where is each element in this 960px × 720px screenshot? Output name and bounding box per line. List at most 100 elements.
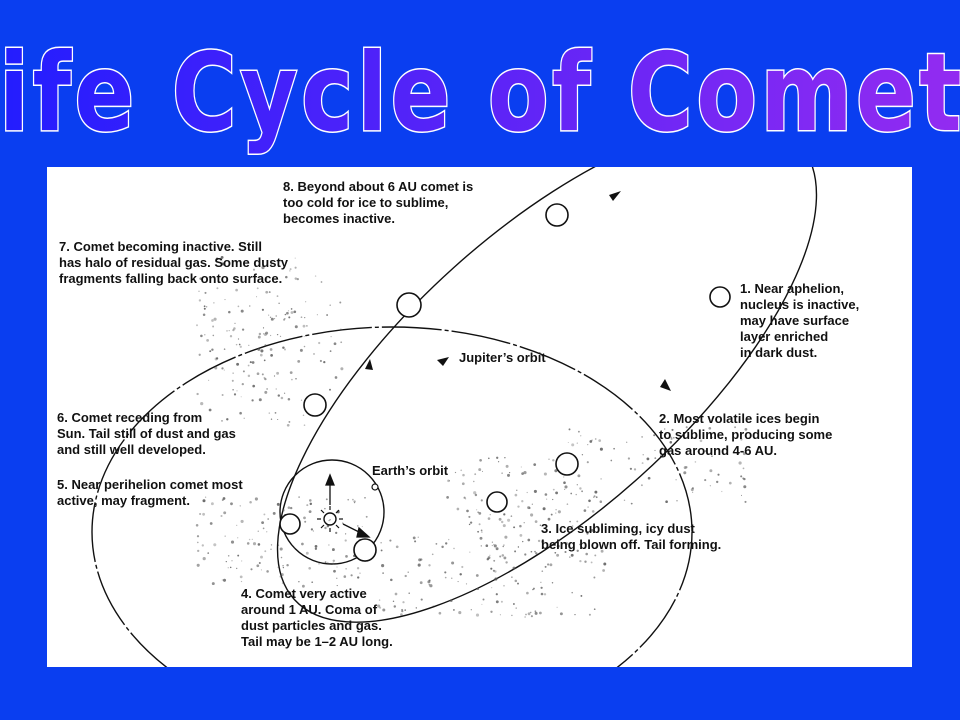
dust-particle: [587, 506, 589, 508]
dust-particle: [344, 533, 347, 535]
dust-particle: [523, 522, 525, 524]
comet-stage-8-icon: [545, 203, 569, 227]
dust-particle: [324, 526, 327, 530]
dust-particle: [626, 441, 628, 443]
dust-particle: [277, 566, 280, 569]
dust-particle: [279, 547, 283, 551]
dust-particle: [310, 528, 314, 531]
dust-particle: [514, 550, 517, 553]
dust-particle: [420, 598, 423, 601]
dust-particle: [313, 353, 315, 355]
dust-particle: [268, 314, 270, 316]
dust-particle: [232, 328, 235, 332]
dust-particle: [277, 418, 279, 421]
dust-particle: [390, 578, 393, 582]
dust-particle: [653, 434, 656, 437]
dust-particle: [539, 611, 542, 615]
dust-particle: [196, 535, 200, 538]
dust-particle: [453, 547, 455, 550]
dust-particle: [520, 466, 522, 468]
dust-particle: [279, 335, 282, 338]
dust-particle: [559, 612, 563, 616]
dust-particle: [586, 461, 589, 464]
page-title: Life Cycle of Comets: [0, 29, 960, 157]
dust-particle: [581, 490, 583, 493]
dust-particle: [591, 510, 595, 513]
dust-particle: [523, 471, 527, 475]
dust-particle: [588, 613, 591, 616]
dust-particle: [288, 420, 291, 423]
dust-particle: [585, 552, 588, 556]
dust-particle: [415, 607, 417, 609]
dust-particle: [534, 550, 536, 553]
dust-particle: [231, 560, 233, 562]
dust-particle: [475, 509, 478, 511]
dust-particle: [345, 567, 347, 570]
dust-particle: [594, 438, 597, 440]
dust-particle: [489, 554, 491, 556]
dust-particle: [318, 341, 321, 345]
dust-particle: [452, 608, 455, 611]
dust-particle: [456, 507, 460, 511]
dust-particle: [461, 565, 464, 569]
dust-particle: [222, 497, 226, 500]
dust-particle: [308, 510, 312, 514]
dust-particle: [665, 500, 668, 504]
dust-particle: [602, 569, 605, 572]
dust-particle: [709, 485, 711, 487]
dust-particle: [630, 502, 633, 505]
dust-particle: [270, 317, 274, 321]
dust-particle: [331, 548, 335, 552]
dust-particle: [469, 551, 471, 553]
dust-particle: [200, 402, 204, 406]
stage-7-label: 7. Comet becoming inactive. Still has ha…: [59, 239, 292, 286]
dust-particle: [691, 487, 694, 490]
dust-particle: [211, 348, 214, 351]
dust-particle: [260, 555, 263, 559]
dust-particle: [670, 437, 673, 440]
dust-particle: [448, 538, 450, 541]
dust-particle: [256, 564, 260, 568]
dust-particle: [438, 611, 442, 615]
dust-particle: [382, 572, 384, 574]
dust-particle: [251, 361, 255, 364]
dust-particle: [213, 317, 217, 321]
dust-particle: [547, 517, 551, 521]
dust-particle: [503, 584, 505, 587]
dust-particle: [291, 378, 293, 381]
dust-particle: [541, 540, 545, 544]
dust-particle: [276, 371, 280, 375]
dust-particle: [221, 261, 223, 263]
dust-particle: [533, 463, 537, 466]
dust-particle: [556, 544, 560, 548]
dust-particle: [365, 515, 368, 518]
dust-particle: [466, 509, 469, 513]
dust-particle: [571, 591, 573, 594]
dust-particle: [276, 502, 280, 506]
arrow-icon: [660, 379, 671, 391]
dust-particle: [202, 512, 206, 516]
dust-particle: [286, 563, 289, 567]
dust-particle: [691, 491, 694, 493]
dust-particle: [485, 544, 489, 547]
dust-particle: [234, 322, 236, 324]
dust-particle: [277, 394, 280, 397]
dust-particle: [273, 317, 276, 320]
dust-particle: [332, 559, 336, 563]
dust-particle: [200, 334, 203, 338]
dust-particle: [579, 487, 582, 490]
dust-particle: [258, 398, 262, 402]
dust-particle: [524, 553, 527, 556]
dust-particle: [503, 513, 506, 516]
dust-particle: [564, 550, 567, 554]
dust-particle: [212, 325, 215, 328]
dust-particle: [265, 331, 269, 335]
dust-particle: [224, 299, 226, 301]
dust-particle: [303, 424, 306, 426]
dust-particle: [220, 255, 224, 259]
dust-particle: [263, 376, 266, 379]
dust-particle: [308, 566, 312, 570]
dust-particle: [491, 587, 493, 589]
dust-particle: [246, 260, 248, 262]
dust-particle: [664, 428, 666, 430]
